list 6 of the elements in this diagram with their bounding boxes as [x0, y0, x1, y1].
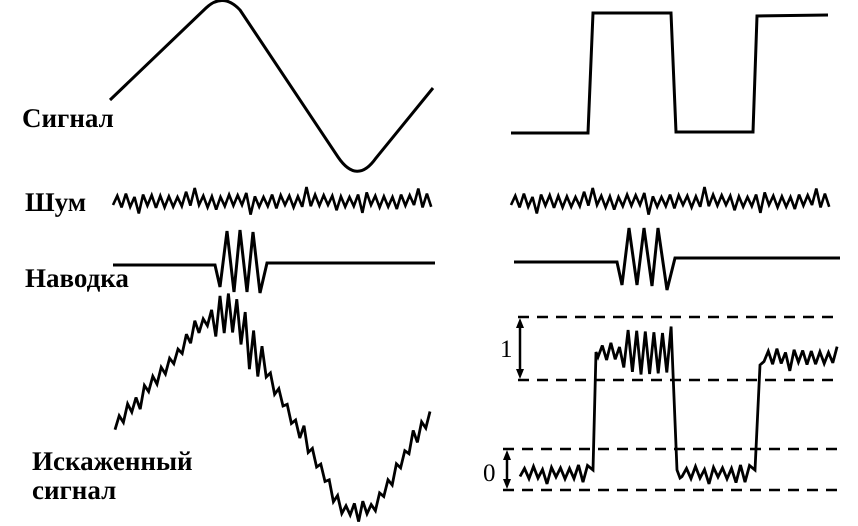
logic-level-label: 0	[483, 461, 496, 486]
waveform-label: Сигнал	[22, 105, 114, 132]
waveform-label: Шум	[25, 189, 86, 216]
waveform-label: Искаженный сигнал	[32, 447, 194, 506]
waveform-label: Наводка	[25, 265, 129, 292]
logic-level-label: 1	[500, 337, 512, 362]
